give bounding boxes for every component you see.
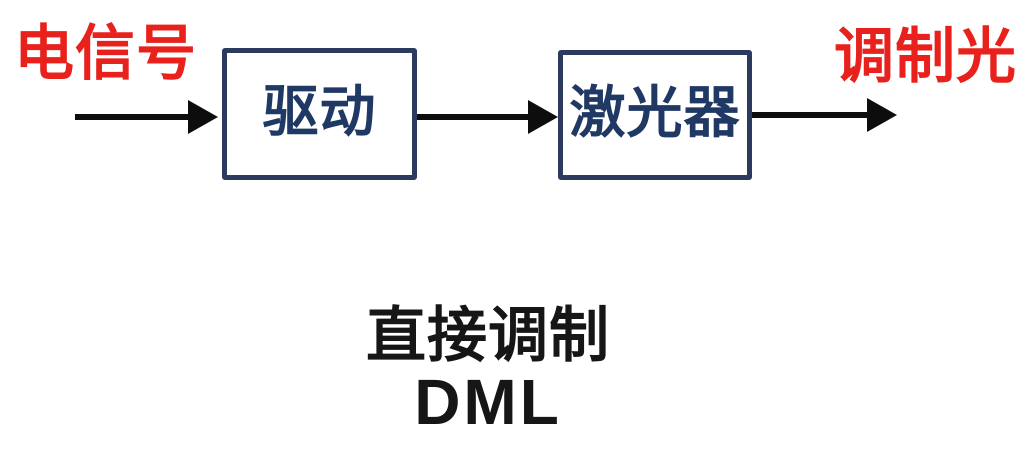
caption-title: 直接调制: [366, 302, 610, 369]
caption-abbreviation: DML: [414, 366, 562, 438]
laser-block-label: 激光器: [569, 81, 741, 144]
driver-block: 驱动: [222, 48, 417, 180]
driver-block-label: 驱动: [262, 80, 377, 143]
arrow-shaft: [752, 112, 867, 118]
arrow-head: [867, 98, 897, 132]
right-arrow-icon: [417, 100, 558, 134]
laser-block: 激光器: [558, 50, 752, 180]
arrow-head: [188, 100, 218, 134]
arrow-head: [528, 100, 558, 134]
arrow-shaft: [75, 114, 188, 120]
arrow-shaft: [417, 114, 528, 120]
input-signal-label: 电信号: [14, 20, 197, 87]
right-arrow-icon: [75, 100, 218, 134]
diagram-caption: 直接调制 DML: [366, 301, 610, 434]
output-signal-label: 调制光: [834, 23, 1017, 90]
right-arrow-icon: [752, 98, 897, 132]
